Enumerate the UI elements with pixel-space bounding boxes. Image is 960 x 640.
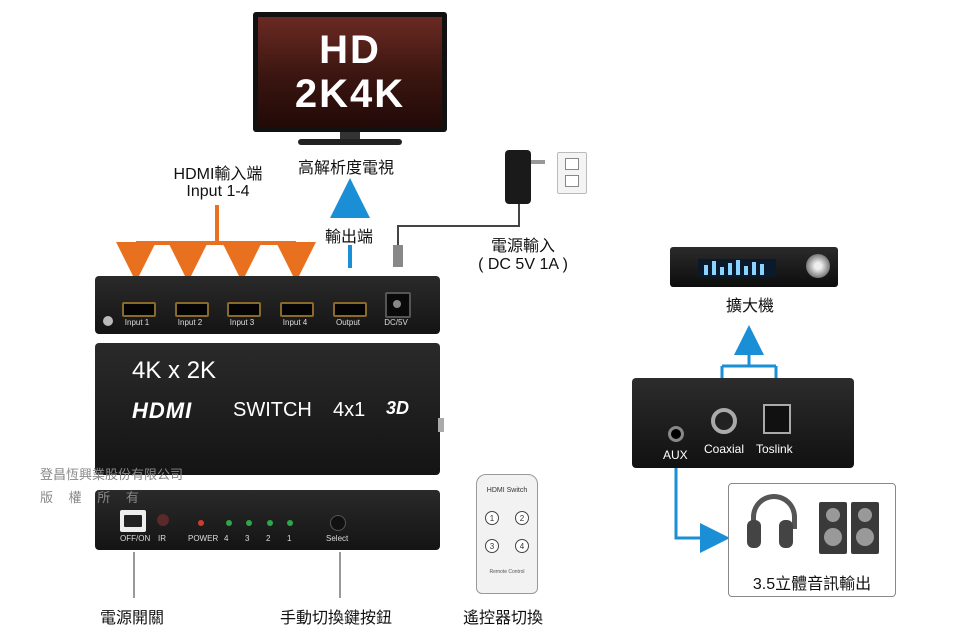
audio-converter: [632, 378, 854, 468]
remote-button-4[interactable]: 4: [515, 539, 529, 553]
aux-label: AUX: [663, 448, 688, 462]
toslink-label: Toslink: [756, 442, 793, 456]
front-ratio: 4x1: [333, 399, 366, 421]
port-label: Input 4: [282, 318, 308, 327]
power-switch-label: 電源開關: [100, 610, 165, 627]
ir-receiver: [157, 514, 169, 526]
power-input-spec: ( DC 5V 1A ): [478, 256, 568, 273]
switch-front-panel: [95, 343, 440, 475]
hdmi-port-input4: [280, 302, 314, 317]
select-button[interactable]: [330, 515, 346, 531]
toslink-port: [763, 404, 791, 434]
led-label: 4: [224, 534, 229, 543]
front-model: SWITCH: [233, 399, 312, 421]
hdmi-port-input1: [122, 302, 156, 317]
hdmi-port-output: [333, 302, 367, 317]
power-input-label: 電源輸入 ( DC 5V 1A ): [468, 238, 578, 274]
tv-stand-neck: [340, 132, 360, 140]
wall-outlet-icon: [557, 152, 587, 194]
watermark-line2: 版 權 所 有: [40, 490, 145, 505]
power-cable: [397, 204, 520, 245]
power-adapter-icon: [505, 150, 531, 204]
hdmi-logo: HDMI: [132, 398, 193, 423]
3d-badge: 3D: [386, 398, 410, 418]
side-knob: [438, 418, 444, 432]
switch-top-panel: Input 1 Input 2 Input 3 Input 4 Output D…: [95, 276, 440, 334]
output-port-label: 輸出端: [325, 229, 374, 246]
amp-eq-display: [698, 259, 776, 277]
tv-screen: HD 2K4K: [258, 17, 442, 127]
headphones-icon: [747, 494, 797, 552]
hdmi-port-input2: [175, 302, 209, 317]
coaxial-label: Coaxial: [704, 442, 745, 456]
led-2: [267, 520, 273, 526]
tv-caption: 高解析度電視: [298, 160, 395, 177]
port-label: Input 3: [229, 318, 255, 327]
led-label: 3: [245, 534, 250, 543]
ir-label: IR: [158, 534, 166, 543]
remote-button-1[interactable]: 1: [485, 511, 499, 525]
hdmi-input-label: HDMI輸入端 Input 1-4: [162, 166, 274, 200]
dc-plug-shape: [393, 245, 403, 267]
aux-arrow: [674, 448, 730, 553]
adapter-prong: [531, 160, 545, 164]
hdmi-input-en: Input 1-4: [186, 183, 250, 200]
port-label: Output: [335, 318, 360, 327]
tv-stand-base: [298, 139, 402, 145]
hdmi-input-arrows: [116, 205, 316, 282]
switch-label: OFF/ON: [120, 534, 151, 543]
port-label: Input 1: [124, 318, 150, 327]
front-resolution: 4K x 2K: [132, 357, 217, 384]
screw-icon: [103, 316, 113, 326]
remote-control: HDMI Switch 1 2 3 4 Remote Control: [476, 474, 538, 594]
remote-footer: Remote Control: [489, 569, 525, 575]
manual-switch-label: 手動切換鍵按鈕: [280, 610, 393, 627]
aux-jack: [668, 426, 684, 442]
port-label: Input 2: [177, 318, 203, 327]
hdmi-port-input3: [227, 302, 261, 317]
speaker-output-box: 3.5立體音訊輸出: [728, 483, 896, 597]
led-1: [287, 520, 293, 526]
dc-label: DC/5V: [384, 318, 408, 327]
led-label: 1: [287, 534, 292, 543]
power-led: [198, 520, 204, 526]
stereo-output-label: 3.5立體音訊輸出: [752, 576, 872, 593]
tv-line1: HD: [319, 28, 381, 72]
led-3: [246, 520, 252, 526]
speaker-right-icon: [851, 502, 879, 554]
watermark-line1: 登昌恆興業股份有限公司: [40, 467, 184, 482]
dc-jack: [385, 292, 411, 318]
select-label: Select: [326, 534, 349, 543]
amp-volume-knob: [806, 254, 830, 278]
dc-jack-hole: [393, 300, 401, 308]
callout-lines: [133, 552, 341, 598]
amplifier-label: 擴大機: [726, 298, 775, 315]
tv-monitor: HD 2K4K: [253, 12, 447, 132]
hdmi-input-cn: HDMI輸入端: [173, 166, 263, 183]
remote-switch-label: 遙控器切換: [463, 610, 544, 627]
remote-button-2[interactable]: 2: [515, 511, 529, 525]
power-led-label: POWER: [188, 534, 219, 543]
speaker-left-icon: [819, 502, 847, 554]
led-4: [226, 520, 232, 526]
tv-line2: 2K4K: [294, 72, 406, 116]
remote-title: HDMI Switch: [486, 487, 528, 494]
power-input-cn: 電源輸入: [490, 238, 555, 255]
remote-button-3[interactable]: 3: [485, 539, 499, 553]
led-label: 2: [266, 534, 271, 543]
power-switch[interactable]: [120, 510, 146, 532]
coaxial-jack: [711, 408, 737, 434]
